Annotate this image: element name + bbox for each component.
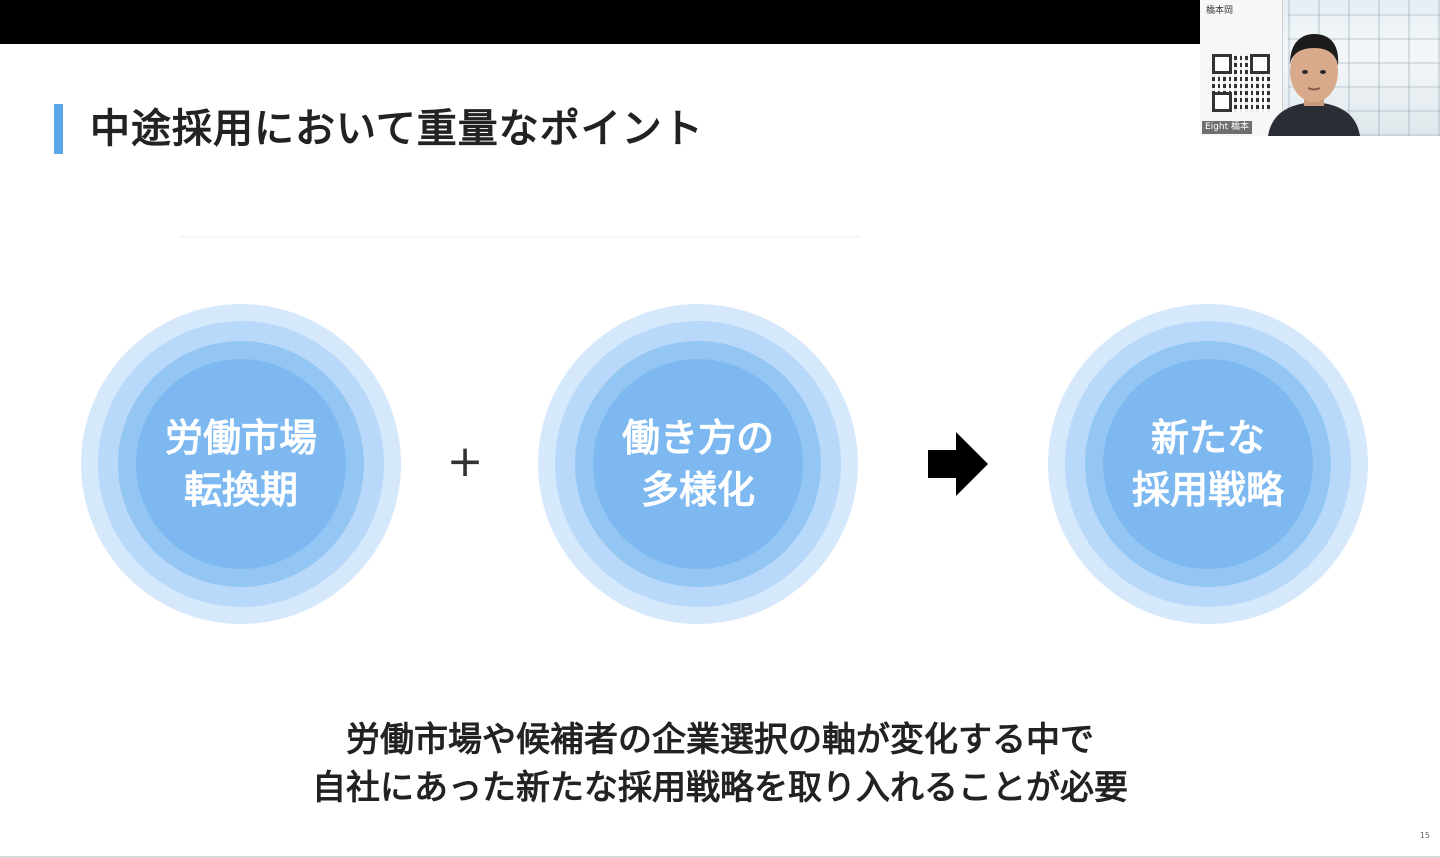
page-number: 15 bbox=[1419, 831, 1430, 840]
business-card: 橋本岡 bbox=[1200, 0, 1283, 136]
circle-label-line2: 多様化 bbox=[640, 468, 755, 512]
divider bbox=[180, 236, 860, 238]
circle-label: 労働市場 転換期 bbox=[81, 304, 401, 624]
slide-title: 中途採用において重量なポイント bbox=[90, 106, 704, 152]
webcam-caption: Eight 橋本 bbox=[1202, 121, 1252, 134]
bottom-edge bbox=[0, 856, 1440, 858]
circle-label: 新たな 採用戦略 bbox=[1048, 304, 1368, 624]
right-arrow-icon bbox=[928, 432, 988, 496]
circle-label-line1: 働き方の bbox=[621, 416, 774, 460]
presenter-avatar bbox=[1268, 34, 1360, 136]
circle-work-style: 働き方の 多様化 bbox=[538, 304, 858, 624]
circle-label-line1: 労働市場 bbox=[164, 416, 317, 460]
circle-label-line2: 転換期 bbox=[183, 468, 298, 512]
conclusion-line2: 自社にあった新たな採用戦略を取り入れることが必要 bbox=[312, 768, 1128, 808]
conclusion-line1: 労働市場や候補者の企業選択の軸が変化する中で bbox=[346, 720, 1094, 760]
title-accent-bar bbox=[54, 104, 63, 154]
plus-operator: + bbox=[446, 436, 484, 487]
webcam-overlay[interactable]: 橋本岡 Eight 橋本 bbox=[1200, 0, 1440, 136]
circle-label-line2: 採用戦略 bbox=[1131, 468, 1284, 512]
circle-new-strategy: 新たな 採用戦略 bbox=[1048, 304, 1368, 624]
conclusion-text: 労働市場や候補者の企業選択の軸が変化する中で 自社にあった新たな採用戦略を取り入… bbox=[0, 716, 1440, 812]
circle-label-line1: 新たな bbox=[1150, 416, 1265, 460]
qr-code-icon bbox=[1212, 54, 1270, 112]
card-name: 橋本岡 bbox=[1206, 6, 1234, 16]
circle-labor-market: 労働市場 転換期 bbox=[81, 304, 401, 624]
circle-label: 働き方の 多様化 bbox=[538, 304, 858, 624]
top-bar bbox=[0, 0, 1200, 44]
